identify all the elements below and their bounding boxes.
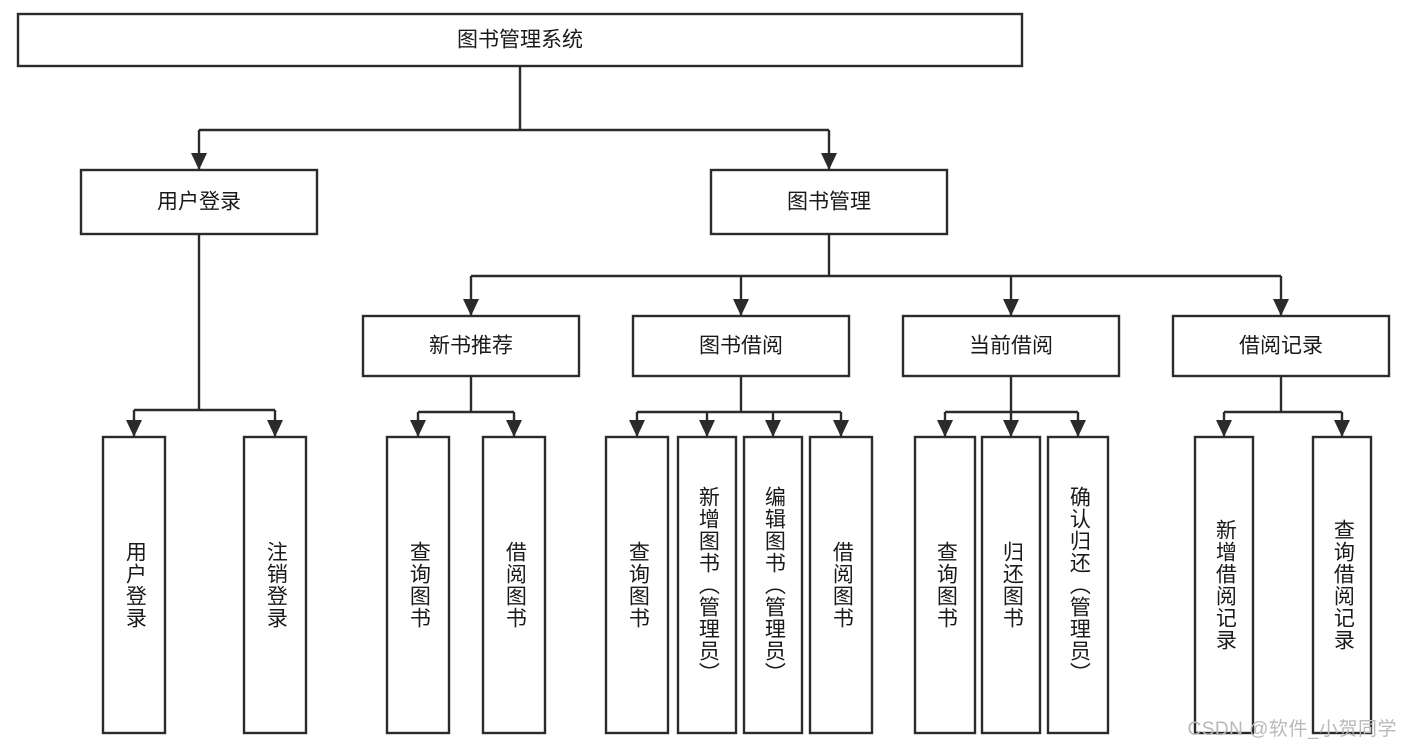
node-box-book-manage[interactable] [709, 168, 949, 236]
node-box-leaf-borrow-book-2[interactable] [808, 435, 874, 735]
node-label-book-borrow: 图书借阅 [699, 335, 783, 358]
arrow-head-icon [629, 420, 645, 437]
node-box-leaf-edit-book-admin[interactable] [742, 435, 804, 735]
arrow-head-icon [267, 420, 283, 437]
node-label-new-book-recommend: 新书推荐 [429, 335, 513, 358]
arrow-head-icon [1070, 420, 1086, 437]
arrow-head-icon [821, 153, 837, 170]
arrow-head-icon [1334, 420, 1350, 437]
node-box-leaf-query-book-3[interactable] [913, 435, 977, 735]
arrow-head-icon [1003, 299, 1019, 316]
arrow-head-icon [506, 420, 522, 437]
node-box-current-borrow[interactable] [901, 314, 1121, 378]
arrow-head-icon [191, 153, 207, 170]
node-box-new-book-recommend[interactable] [361, 314, 581, 378]
node-box-leaf-confirm-return-admin[interactable] [1046, 435, 1110, 735]
node-box-leaf-query-book-1[interactable] [385, 435, 451, 735]
node-box-leaf-add-borrow-record[interactable] [1193, 435, 1255, 735]
node-label-book-manage: 图书管理 [787, 191, 871, 214]
node-box-root[interactable] [16, 12, 1024, 68]
node-box-leaf-return-book[interactable] [980, 435, 1042, 735]
node-box-user-login[interactable] [79, 168, 319, 236]
node-box-borrow-record[interactable] [1171, 314, 1391, 378]
node-box-leaf-add-book-admin[interactable] [676, 435, 738, 735]
node-box-leaf-logout-login[interactable] [242, 435, 308, 735]
arrow-head-icon [1216, 420, 1232, 437]
node-label-current-borrow: 当前借阅 [969, 335, 1053, 358]
node-box-leaf-query-borrow-record[interactable] [1311, 435, 1373, 735]
arrow-head-icon [126, 420, 142, 437]
connector-layer [126, 66, 1350, 437]
arrow-head-icon [1003, 420, 1019, 437]
node-label-user-login: 用户登录 [157, 191, 241, 214]
node-box-book-borrow[interactable] [631, 314, 851, 378]
arrow-head-icon [699, 420, 715, 437]
node-label-root: 图书管理系统 [457, 29, 583, 52]
node-box-leaf-borrow-book-1[interactable] [481, 435, 547, 735]
node-label-borrow-record: 借阅记录 [1239, 335, 1323, 358]
arrow-head-icon [410, 420, 426, 437]
arrow-head-icon [937, 420, 953, 437]
node-box-leaf-user-login[interactable] [101, 435, 167, 735]
watermark: CSDN @软件_小贺同学 [1187, 719, 1397, 740]
node-box-leaf-query-book-2[interactable] [604, 435, 670, 735]
arrow-head-icon [833, 420, 849, 437]
arrow-head-icon [765, 420, 781, 437]
arrow-head-icon [733, 299, 749, 316]
arrow-head-icon [463, 299, 479, 316]
arrow-head-icon [1273, 299, 1289, 316]
